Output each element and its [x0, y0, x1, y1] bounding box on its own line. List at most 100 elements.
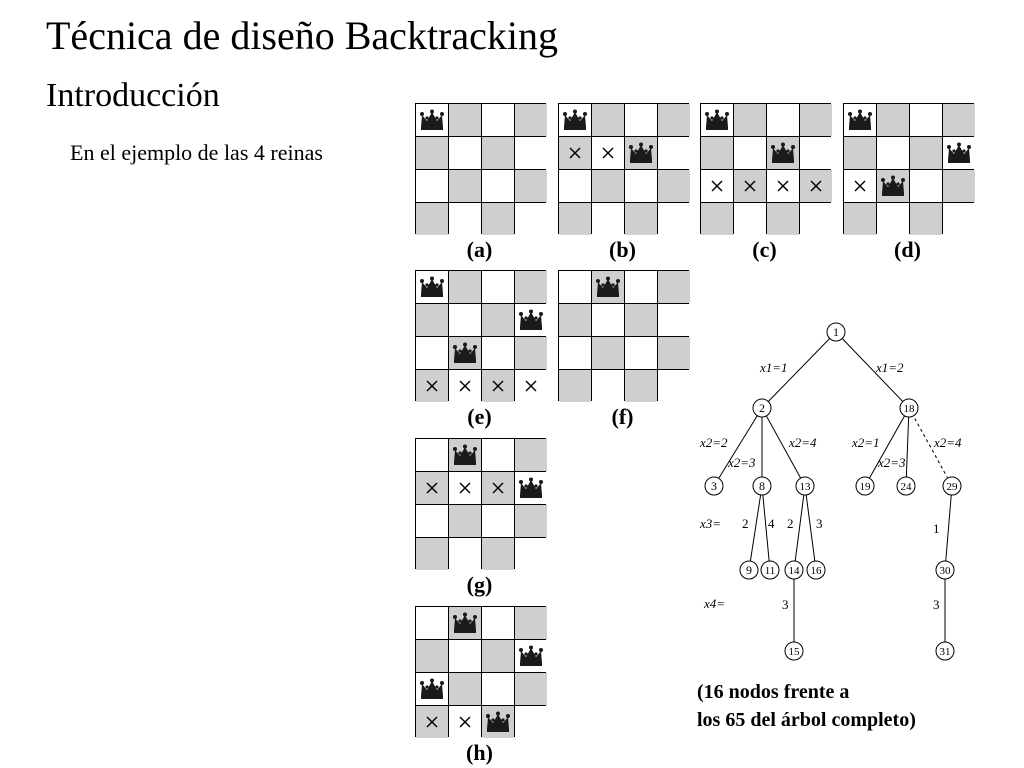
queen-icon [595, 276, 621, 298]
tree-node-circle [942, 476, 962, 496]
edge-label: 3 [933, 597, 940, 612]
board-cell [449, 640, 481, 672]
board-cell [515, 104, 547, 136]
board-cell [449, 505, 481, 537]
cross-icon [525, 380, 537, 392]
tree-node: 31 [935, 641, 955, 661]
queen-icon [518, 477, 544, 499]
slide-subtitle: Introducción [46, 77, 220, 114]
board-cell [449, 607, 481, 639]
tree-node: 3 [704, 476, 724, 496]
cross-icon [602, 147, 614, 159]
cross-icon [459, 482, 471, 494]
board-cell [767, 137, 799, 169]
board-cell [515, 170, 547, 202]
tree-node-label: 8 [759, 479, 765, 493]
queen-icon [452, 444, 478, 466]
queen-icon [946, 142, 972, 164]
cross-icon [426, 716, 438, 728]
board-cell [416, 538, 448, 570]
board-cell [449, 170, 481, 202]
slide-title: Técnica de diseño Backtracking [46, 13, 558, 58]
board-cell [416, 337, 448, 369]
tree-node-label: 16 [811, 565, 823, 577]
board-grid [844, 104, 975, 235]
board-cell [844, 137, 876, 169]
tree-node-circle [784, 560, 804, 580]
board-cell [515, 472, 547, 504]
board-cell [943, 137, 975, 169]
board-grid [416, 271, 547, 402]
board-cell [658, 170, 690, 202]
tree-node-label: 19 [860, 481, 872, 493]
queen-icon [485, 711, 511, 733]
tree-node-label: 14 [789, 565, 801, 577]
board-cell [482, 137, 514, 169]
tree-node-label: 24 [901, 481, 913, 493]
tree-node-circle [806, 560, 826, 580]
board-cell [658, 203, 690, 235]
tree-note-line: los 65 del árbol completo) [697, 709, 916, 731]
tree-note: (16 nodos frente a los 65 del árbol comp… [697, 678, 916, 734]
board-cell [515, 439, 547, 471]
board-cell [767, 203, 799, 235]
tree-node: 1 [826, 322, 846, 342]
board-cell [767, 104, 799, 136]
board-cell [658, 370, 690, 402]
board-cell [592, 271, 624, 303]
board-cell [592, 104, 624, 136]
board-cell [482, 706, 514, 738]
board-cell [658, 104, 690, 136]
tree-node-circle [739, 560, 759, 580]
tree-node-label: 9 [746, 563, 752, 577]
tree-node-circle [935, 560, 955, 580]
board-cell [482, 271, 514, 303]
board-cell [515, 337, 547, 369]
tree-node-circle [795, 476, 815, 496]
board-cell [416, 640, 448, 672]
board-cell [515, 271, 547, 303]
chess-board [415, 438, 547, 570]
edge-label: 4 [768, 516, 775, 531]
queen-icon [419, 109, 445, 131]
edge-label: x1=1 [759, 360, 788, 375]
board-cell [416, 370, 448, 402]
tree-node-label: 2 [759, 401, 765, 415]
board-cell [515, 370, 547, 402]
tree-node-circle [760, 560, 780, 580]
chess-board [700, 103, 832, 235]
board-cell [449, 439, 481, 471]
board-cell [844, 203, 876, 235]
tree-node: 13 [795, 476, 815, 496]
board-cell [515, 538, 547, 570]
edge-label: x2=2 [699, 435, 728, 450]
board-cell [625, 104, 657, 136]
board-cell [416, 439, 448, 471]
board-cell [701, 203, 733, 235]
board-cell [559, 337, 591, 369]
cross-icon [492, 380, 504, 392]
board-cell [559, 137, 591, 169]
board-cell [482, 104, 514, 136]
board-cell [625, 137, 657, 169]
board-cell [515, 505, 547, 537]
board-cell [559, 170, 591, 202]
board-cell [515, 304, 547, 336]
board-grid [559, 104, 690, 235]
cross-icon [777, 180, 789, 192]
board-cell [734, 170, 766, 202]
queen-icon [770, 142, 796, 164]
board-cell [482, 370, 514, 402]
edge-label: 2 [742, 516, 749, 531]
board-cell [559, 304, 591, 336]
board-cell [482, 203, 514, 235]
board-cell [800, 104, 832, 136]
tree-node-label: 18 [904, 403, 916, 415]
queen-icon [518, 645, 544, 667]
edge-label: x1=2 [875, 360, 904, 375]
cross-icon [426, 380, 438, 392]
board-cell [877, 203, 909, 235]
board-cell [482, 337, 514, 369]
board-cell [449, 137, 481, 169]
board-cell [734, 203, 766, 235]
